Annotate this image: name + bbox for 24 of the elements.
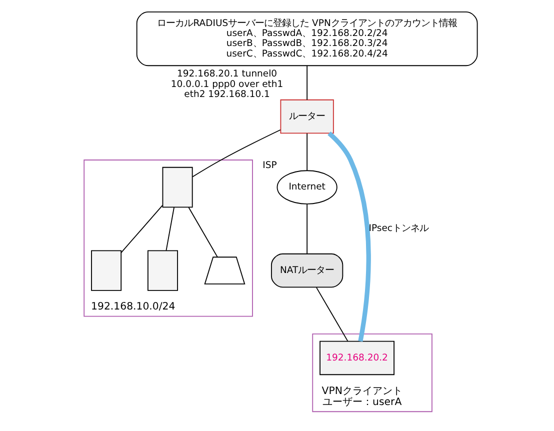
node-box — [162, 166, 193, 208]
node-box — [147, 250, 178, 291]
connector — [166, 207, 174, 251]
cluster: 192.168.10.0/24 — [84, 160, 253, 317]
node-laptop — [204, 256, 246, 284]
connector — [316, 287, 348, 342]
connector — [192, 129, 281, 178]
node-label: 10.0.0.1 ppp0 over eth1 — [170, 78, 284, 90]
edge-label: IPsecトンネル — [368, 223, 429, 234]
connector — [306, 132, 308, 171]
node-label: ISP — [262, 160, 277, 171]
connector — [328, 132, 371, 342]
connector — [188, 207, 218, 258]
node-label: 192.168.20.1 tunnel0 — [176, 68, 278, 80]
node-box: 192.168.20.2 — [320, 340, 394, 376]
node-box: NATルーター — [270, 253, 344, 288]
connector — [306, 204, 308, 254]
connector — [120, 205, 163, 254]
node-box: ローカルRADIUSサーバーに登録した VPNクライアントのアカウント情報 userA、PasswdA、192.168.20.2/24 userB、PasswdB、192.168.20.3/24 userC、PasswdC、192.168.20.4/24 — [136, 12, 478, 66]
node-ellipse: Internet — [276, 170, 338, 204]
node-box: ルーター — [280, 99, 334, 134]
node-box — [91, 250, 122, 291]
connector — [306, 65, 308, 100]
node-label: eth2 192.168.10.1 — [184, 89, 270, 100]
